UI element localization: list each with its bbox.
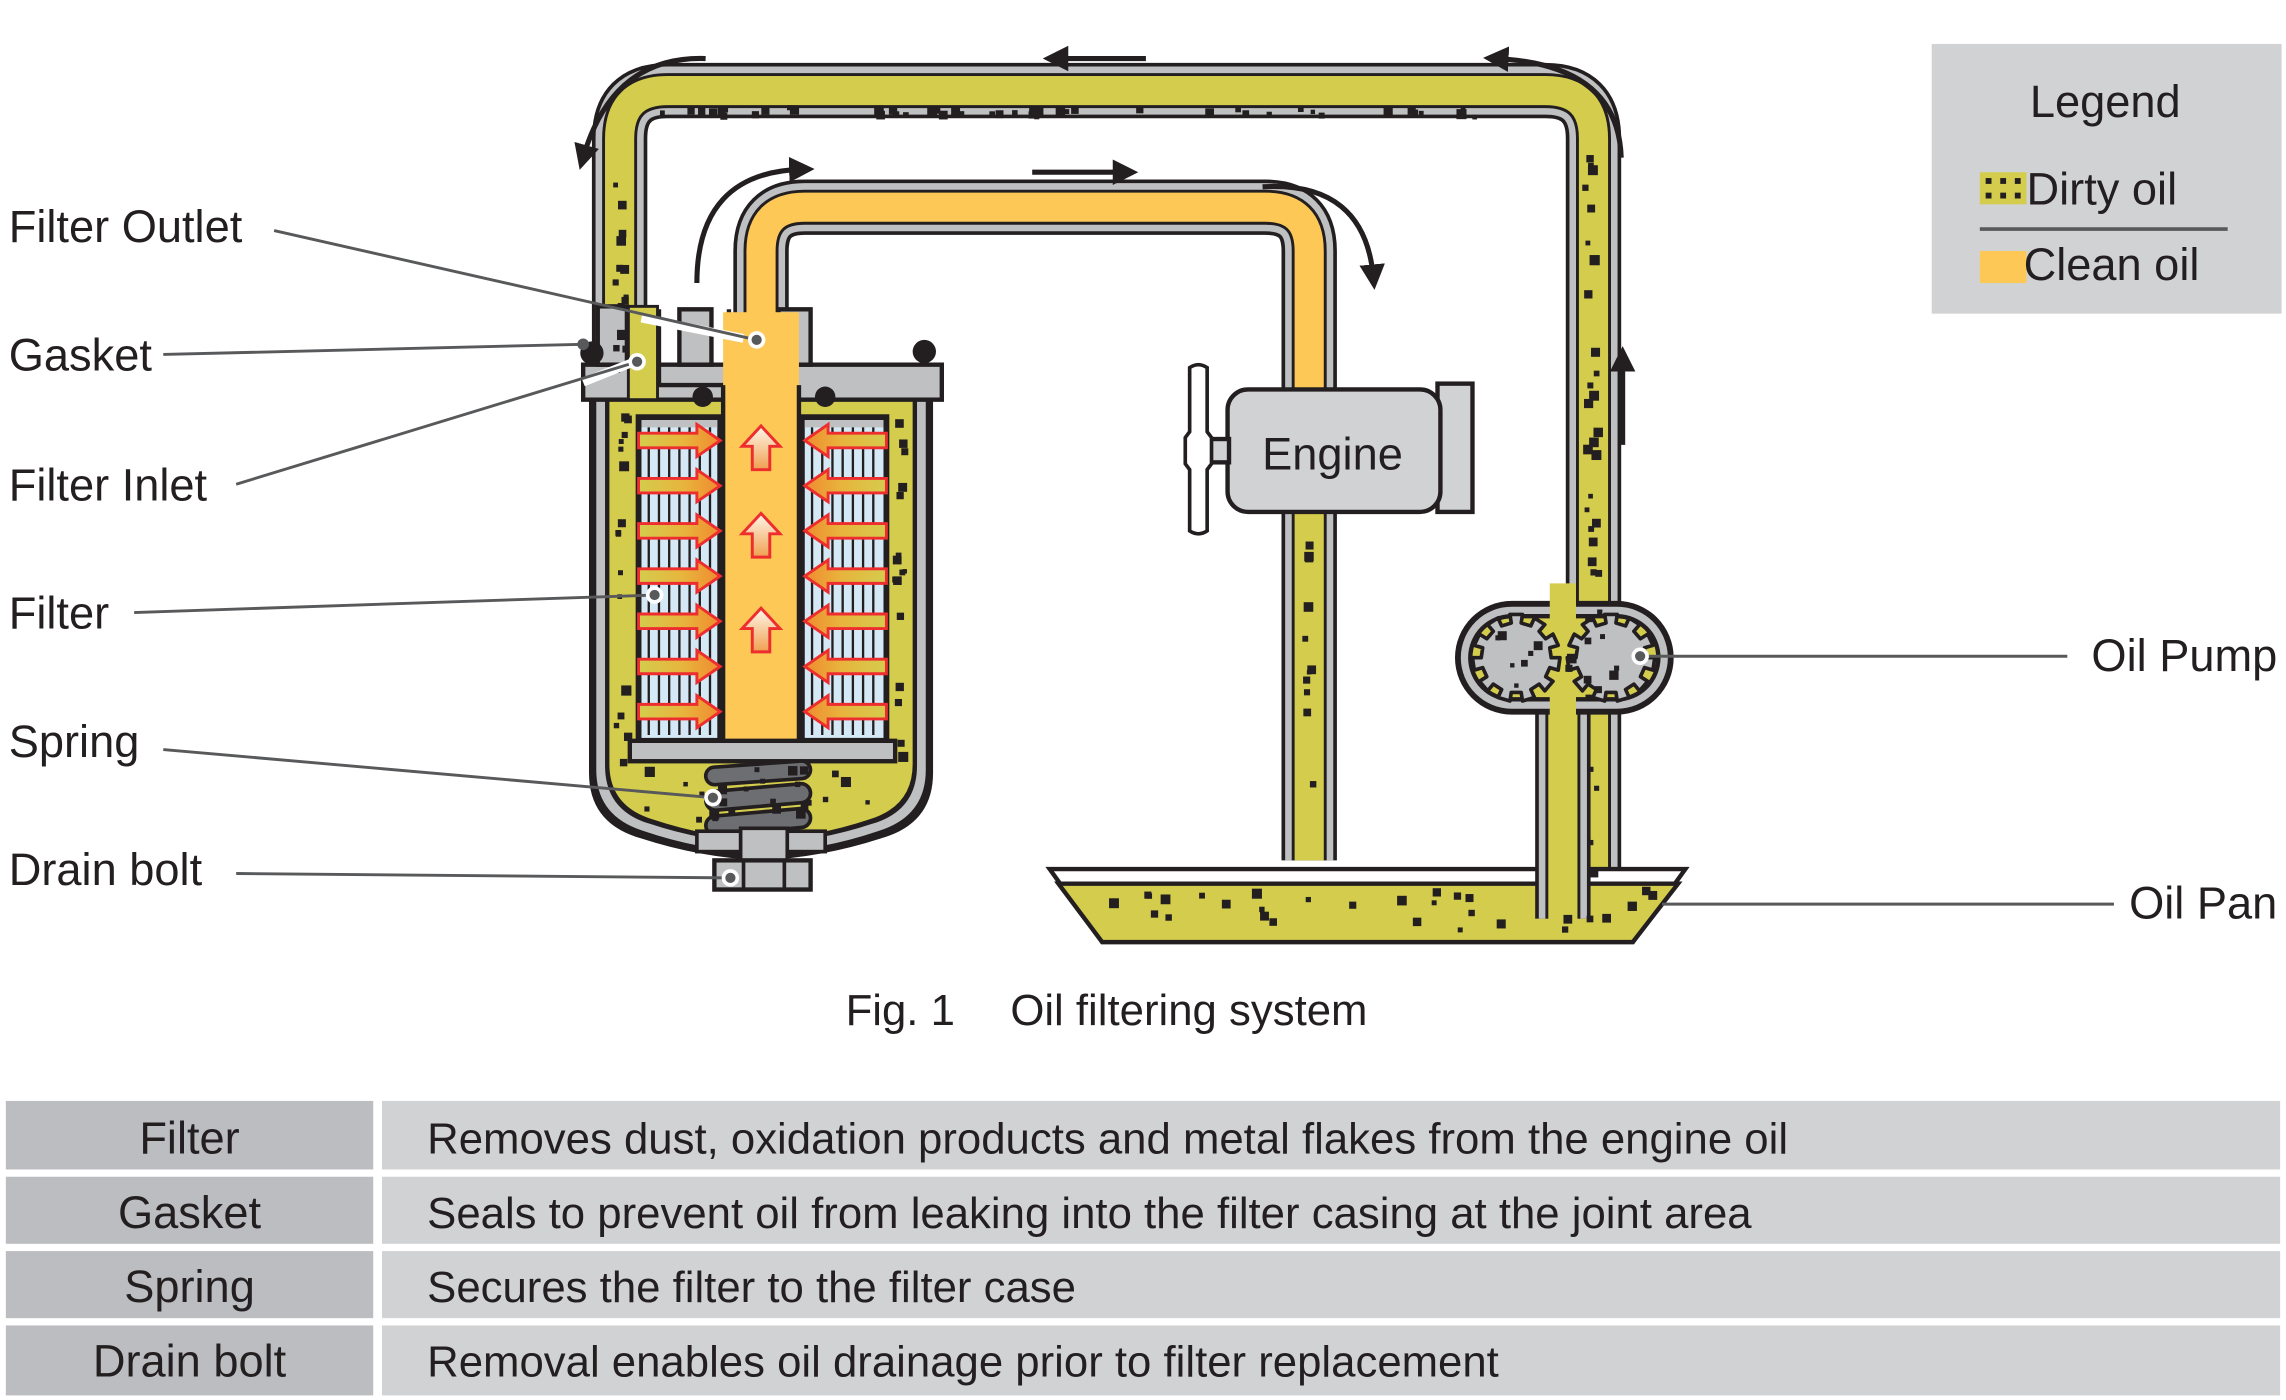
flow-arrow-right-icon — [637, 466, 723, 505]
table-row: Spring Secures the filter to the filter … — [5, 1251, 2281, 1319]
table-part: Spring — [124, 1261, 255, 1312]
dirty-oil-return-pipe — [591, 62, 1622, 912]
clean-oil-supply-pipe — [733, 179, 1337, 394]
flow-arrow-right-icon — [637, 557, 723, 595]
label-oil-pan: Oil Pan — [2129, 878, 2277, 929]
table-row: Filter Removes dust, oxidation products … — [5, 1100, 2281, 1170]
leader-filter-outlet — [273, 229, 757, 342]
fan-icon — [1183, 362, 1214, 536]
flow-arrow-right-icon — [637, 512, 723, 550]
flow-arrow-left-icon — [802, 512, 888, 550]
gasket-ring-right — [912, 339, 936, 364]
leader-drain-bolt — [236, 872, 731, 880]
oil-filter-assembly — [580, 304, 944, 892]
dirty-oil-swatch — [1979, 172, 2027, 205]
figure-title: Oil filtering system — [1010, 986, 1367, 1035]
callout-dots — [577, 331, 1649, 887]
arrow-down-left — [574, 55, 706, 170]
flow-arrow-left-icon — [802, 421, 888, 460]
flow-arrow-left-icon — [802, 647, 888, 686]
callouts — [134, 229, 2114, 906]
flow-arrow-up-icon — [738, 511, 784, 559]
pump-gear-left-icon — [1470, 612, 1562, 703]
flow-arrow-right-icon — [637, 692, 723, 731]
table-description: Removal enables oil drainage prior to fi… — [427, 1337, 1499, 1386]
label-spring: Spring — [9, 716, 140, 767]
label-drain-bolt: Drain bolt — [9, 844, 203, 895]
arrow-outlet-up — [694, 156, 815, 284]
table-row: Drain bolt Removal enables oil drainage … — [5, 1325, 2281, 1396]
flow-arrow-left-icon — [802, 466, 888, 505]
filter-flow-arrows — [637, 421, 888, 731]
figure-number: Fig. 1 — [846, 986, 955, 1035]
drain-bolt-part — [695, 826, 827, 892]
leader-filter-inlet — [235, 360, 638, 486]
flow-arrow-left-icon — [802, 602, 888, 641]
spring-coil — [703, 759, 813, 837]
table-part: Drain bolt — [93, 1335, 287, 1386]
label-filter-outlet: Filter Outlet — [9, 201, 243, 252]
engine: Engine — [1183, 362, 1475, 536]
flow-arrow-up-icon — [738, 423, 784, 472]
parts-table: Filter Removes dust, oxidation products … — [5, 1100, 2281, 1396]
flow-arrow-up-icon — [738, 606, 784, 654]
label-oil-pump: Oil Pump — [2091, 630, 2277, 681]
label-gasket: Gasket — [9, 330, 153, 381]
arrow-down-to-engine — [1262, 183, 1385, 290]
leader-filter — [134, 593, 655, 614]
flow-direction-arrows — [574, 45, 1636, 445]
arrow-up-right-corner — [1483, 46, 1624, 158]
clean-oil-swatch — [1979, 250, 2027, 284]
flow-arrow-right-icon — [637, 421, 723, 460]
legend-title: Legend — [2030, 76, 2181, 127]
table-description: Removes dust, oxidation products and met… — [427, 1114, 1788, 1163]
leader-gasket — [163, 342, 584, 356]
flow-arrow-right-icon — [637, 602, 723, 641]
table-row: Gasket Seals to prevent oil from leaking… — [5, 1176, 2281, 1244]
table-part: Filter — [139, 1112, 239, 1163]
oil-pan — [1045, 866, 1690, 945]
label-filter-inlet: Filter Inlet — [9, 459, 208, 510]
label-filter: Filter — [9, 588, 109, 639]
dirty-oil-particles — [612, 105, 1658, 933]
legend-clean-oil-label: Clean oil — [2024, 239, 2200, 290]
table-description: Seals to prevent oil from leaking into t… — [427, 1189, 1752, 1238]
flow-arrow-right-icon — [637, 647, 723, 686]
flow-arrow-left-icon — [802, 692, 888, 731]
table-part: Gasket — [118, 1187, 262, 1238]
legend-dirty-oil-label: Dirty oil — [2026, 163, 2177, 214]
engine-label: Engine — [1262, 429, 1403, 480]
flow-arrow-left-icon — [802, 557, 888, 595]
leader-spring — [163, 748, 714, 800]
table-description: Secures the filter to the filter case — [427, 1263, 1076, 1312]
legend: Legend Dirty oil Clean oil — [1931, 43, 2282, 314]
